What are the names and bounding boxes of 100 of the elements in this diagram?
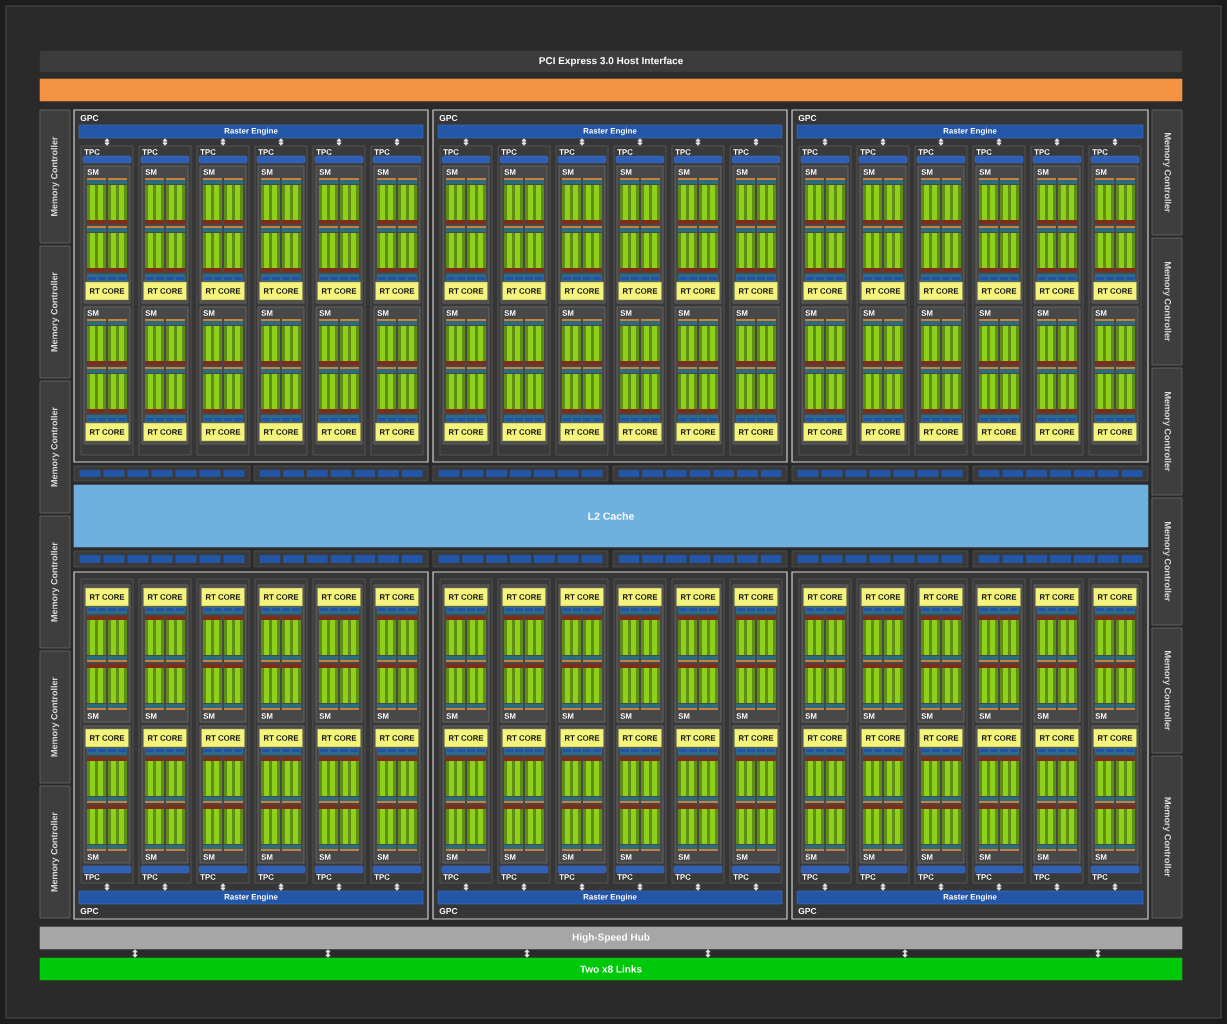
arrow <box>695 883 701 891</box>
memory-controller-box: Memory Controller <box>39 109 71 244</box>
arrow <box>524 949 530 958</box>
arrow <box>1112 138 1118 146</box>
engine-bar <box>557 865 607 874</box>
engine-bar <box>557 155 607 164</box>
arrow <box>705 949 711 958</box>
arrow <box>162 883 168 891</box>
arrow <box>902 949 908 958</box>
arrow <box>104 138 110 146</box>
engine-bar <box>858 155 908 164</box>
memory-controller-box: Memory Controller <box>39 380 71 514</box>
arrow <box>637 883 643 891</box>
arrow <box>579 883 585 891</box>
engine-bar <box>82 865 132 874</box>
raster-engine-bar: Raster Engine <box>437 124 783 139</box>
arrow <box>104 883 110 891</box>
arrow <box>521 138 527 146</box>
arrow <box>1095 949 1101 958</box>
memory-controller-box: Memory Controller <box>39 245 71 379</box>
engine-bar <box>731 155 781 164</box>
engine-bar <box>800 865 850 874</box>
arrow <box>278 883 284 891</box>
arrow <box>822 883 828 891</box>
engine-bar <box>916 155 966 164</box>
arrow <box>938 883 944 891</box>
engine-bar <box>198 155 248 164</box>
arrow <box>336 883 342 891</box>
engine-bar <box>256 155 306 164</box>
arrow <box>938 138 944 146</box>
cache-block: L2 Cache <box>73 484 1149 548</box>
raster-engine-bar: Raster Engine <box>78 890 424 905</box>
link-bar: Two x8 Links <box>39 957 1183 981</box>
arrow <box>521 883 527 891</box>
raster-engine-bar: Raster Engine <box>78 124 424 139</box>
raster-engine-bar: Raster Engine <box>796 890 1144 905</box>
arrow <box>1054 883 1060 891</box>
engine-bar <box>441 155 491 164</box>
arrow <box>996 138 1002 146</box>
engine-bar <box>198 865 248 874</box>
engine-bar <box>1090 155 1140 164</box>
engine-bar <box>673 155 723 164</box>
engine-bar <box>499 865 549 874</box>
memory-controller-box: Memory Controller <box>1151 627 1183 754</box>
engine-bar <box>615 155 665 164</box>
memory-controller-box: Memory Controller <box>1151 237 1183 366</box>
memory-controller-box: Memory Controller <box>39 650 71 784</box>
engine-bar <box>731 865 781 874</box>
engine-bar <box>615 865 665 874</box>
memory-controller-box: Memory Controller <box>1151 109 1183 236</box>
engine-bar <box>858 865 908 874</box>
raster-engine-bar: Raster Engine <box>796 124 1144 139</box>
memory-controller-box: Memory Controller <box>1151 367 1183 496</box>
arrow <box>278 138 284 146</box>
engine-bar <box>82 155 132 164</box>
engine-bar <box>1032 155 1082 164</box>
arrow <box>394 883 400 891</box>
engine-bar <box>314 865 364 874</box>
engine-bar <box>499 155 549 164</box>
arrow <box>220 138 226 146</box>
memory-controller-box: Memory Controller <box>39 515 71 649</box>
arrow <box>463 138 469 146</box>
arrow <box>336 138 342 146</box>
arrow <box>822 138 828 146</box>
arrow <box>637 138 643 146</box>
engine-bar <box>916 865 966 874</box>
arrow <box>695 138 701 146</box>
engine-bar <box>140 865 190 874</box>
arrow <box>753 883 759 891</box>
arrow <box>325 949 331 958</box>
engine-bar <box>256 865 306 874</box>
arrow <box>1054 138 1060 146</box>
arrow <box>132 949 138 958</box>
host-interface-bar: PCI Express 3.0 Host Interface <box>39 50 1183 73</box>
arrow <box>579 138 585 146</box>
engine-bar <box>140 155 190 164</box>
engine-bar <box>974 155 1024 164</box>
hub-bar: High-Speed Hub <box>39 926 1183 950</box>
engine-bar <box>1090 865 1140 874</box>
arrow <box>880 138 886 146</box>
memory-controller-box: Memory Controller <box>1151 755 1183 919</box>
arrow <box>220 883 226 891</box>
engine-bar <box>39 78 1183 102</box>
memory-controller-box: Memory Controller <box>1151 497 1183 626</box>
arrow <box>463 883 469 891</box>
engine-bar <box>1032 865 1082 874</box>
engine-bar <box>314 155 364 164</box>
engine-bar <box>800 155 850 164</box>
engine-bar <box>372 865 422 874</box>
arrow <box>1112 883 1118 891</box>
arrow <box>394 138 400 146</box>
memory-controller-box: Memory Controller <box>39 785 71 919</box>
arrow <box>753 138 759 146</box>
raster-engine-bar: Raster Engine <box>437 890 783 905</box>
engine-bar <box>441 865 491 874</box>
engine-bar <box>673 865 723 874</box>
engine-bar <box>372 155 422 164</box>
engine-bar <box>974 865 1024 874</box>
arrow <box>996 883 1002 891</box>
arrow <box>880 883 886 891</box>
